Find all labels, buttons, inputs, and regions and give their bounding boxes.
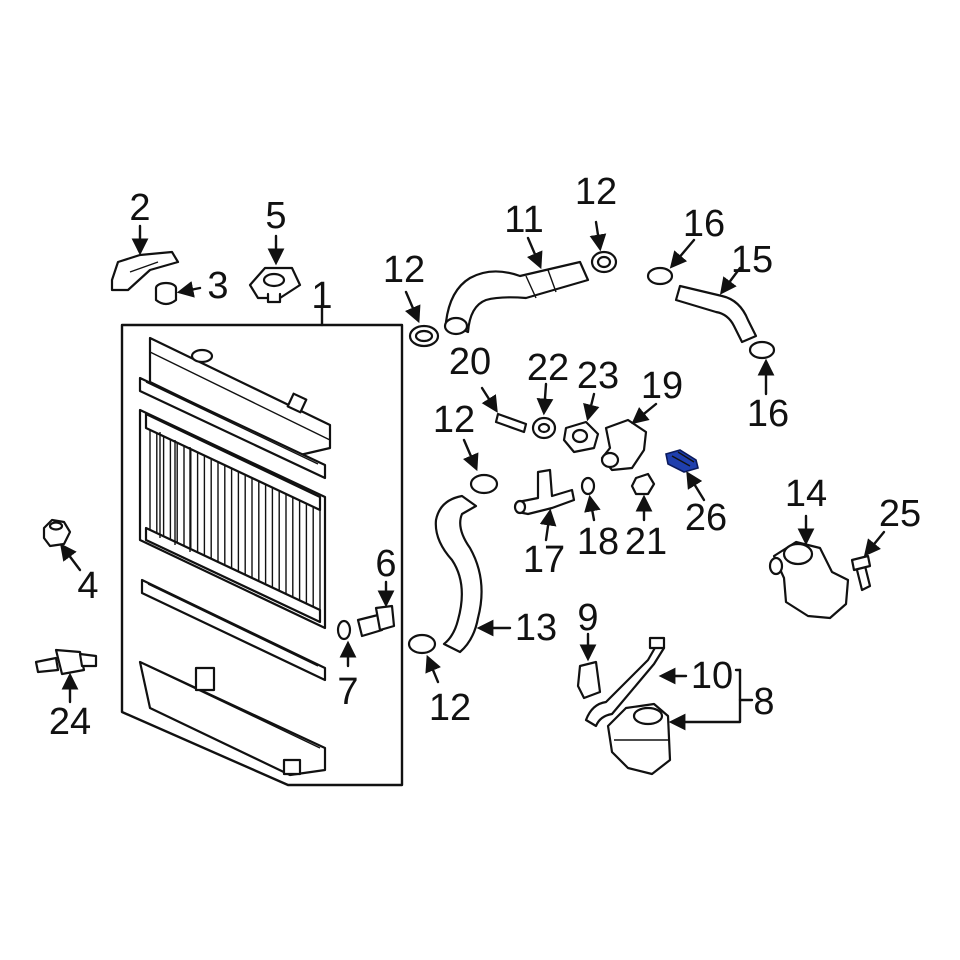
callout-12d: 12 bbox=[429, 687, 471, 729]
callout-16b: 16 bbox=[747, 393, 789, 435]
clamp-part-12-c[interactable] bbox=[462, 438, 499, 495]
callout-26: 26 bbox=[685, 497, 727, 539]
callout-14: 14 bbox=[785, 473, 827, 515]
callout-12c: 12 bbox=[433, 399, 475, 441]
clamp-part-12-d[interactable] bbox=[407, 633, 441, 684]
callout-23: 23 bbox=[577, 355, 619, 397]
clamp-part-12-a[interactable] bbox=[404, 290, 440, 348]
stud-part-20[interactable] bbox=[480, 386, 528, 434]
callout-10: 10 bbox=[691, 655, 733, 697]
gasket-part-22[interactable] bbox=[531, 382, 557, 440]
bypass-hose-part-15[interactable] bbox=[674, 266, 758, 344]
upper-hose-part-11[interactable] bbox=[443, 236, 590, 336]
callout-21: 21 bbox=[625, 521, 667, 563]
hose-part-10[interactable] bbox=[658, 667, 742, 685]
callout-17: 17 bbox=[523, 539, 565, 581]
callout-19: 19 bbox=[641, 365, 683, 407]
mount-part-5[interactable] bbox=[248, 234, 302, 304]
water-outlet-part-19[interactable] bbox=[600, 402, 658, 472]
clamp-part-16-a[interactable] bbox=[646, 238, 696, 286]
radiator-assembly[interactable] bbox=[120, 303, 404, 787]
bracket-part-2[interactable] bbox=[110, 224, 180, 292]
sensor-part-26-highlight[interactable] bbox=[665, 449, 706, 502]
outlet-part-23[interactable] bbox=[562, 392, 600, 454]
reservoir-part-8[interactable] bbox=[584, 636, 754, 776]
callout-12a: 12 bbox=[383, 249, 425, 291]
callout-4: 4 bbox=[77, 565, 98, 607]
callout-labels: 1 2 3 4 5 6 7 8 9 10 11 12 12 12 12 13 1… bbox=[49, 171, 921, 743]
callout-18: 18 bbox=[577, 521, 619, 563]
callout-13: 13 bbox=[515, 607, 557, 649]
callout-3: 3 bbox=[207, 265, 228, 307]
callout-22: 22 bbox=[527, 347, 569, 389]
lower-hose-part-13[interactable] bbox=[434, 494, 512, 654]
callout-1: 1 bbox=[311, 275, 332, 317]
clamp-part-16-b[interactable] bbox=[748, 340, 776, 396]
drain-cock-part-6[interactable] bbox=[356, 580, 396, 638]
callout-5: 5 bbox=[265, 195, 286, 237]
nut-part-4[interactable] bbox=[42, 518, 82, 572]
callout-2: 2 bbox=[129, 187, 150, 229]
cap-part-9[interactable] bbox=[576, 632, 602, 700]
sensor-part-25[interactable] bbox=[850, 530, 886, 592]
callout-24: 24 bbox=[49, 701, 91, 743]
callout-25: 25 bbox=[879, 493, 921, 535]
o-ring-part-7[interactable] bbox=[336, 619, 357, 668]
callout-6: 6 bbox=[375, 543, 396, 585]
callout-16a: 16 bbox=[683, 203, 725, 245]
pipe-part-17[interactable] bbox=[513, 468, 576, 542]
housing-part-14[interactable] bbox=[768, 514, 850, 620]
o-ring-part-18[interactable] bbox=[580, 476, 601, 522]
callout-9: 9 bbox=[577, 597, 598, 639]
clamp-part-12-b[interactable] bbox=[589, 220, 618, 274]
drain-valve-part-24[interactable] bbox=[34, 648, 98, 704]
nut-part-21[interactable] bbox=[630, 472, 656, 522]
callout-12b: 12 bbox=[575, 171, 617, 213]
callout-11: 11 bbox=[504, 199, 543, 241]
callout-20: 20 bbox=[449, 341, 491, 383]
callout-7: 7 bbox=[337, 671, 358, 713]
cushion-part-3[interactable] bbox=[154, 281, 202, 306]
callout-15: 15 bbox=[731, 239, 773, 281]
callout-8: 8 bbox=[753, 681, 774, 723]
